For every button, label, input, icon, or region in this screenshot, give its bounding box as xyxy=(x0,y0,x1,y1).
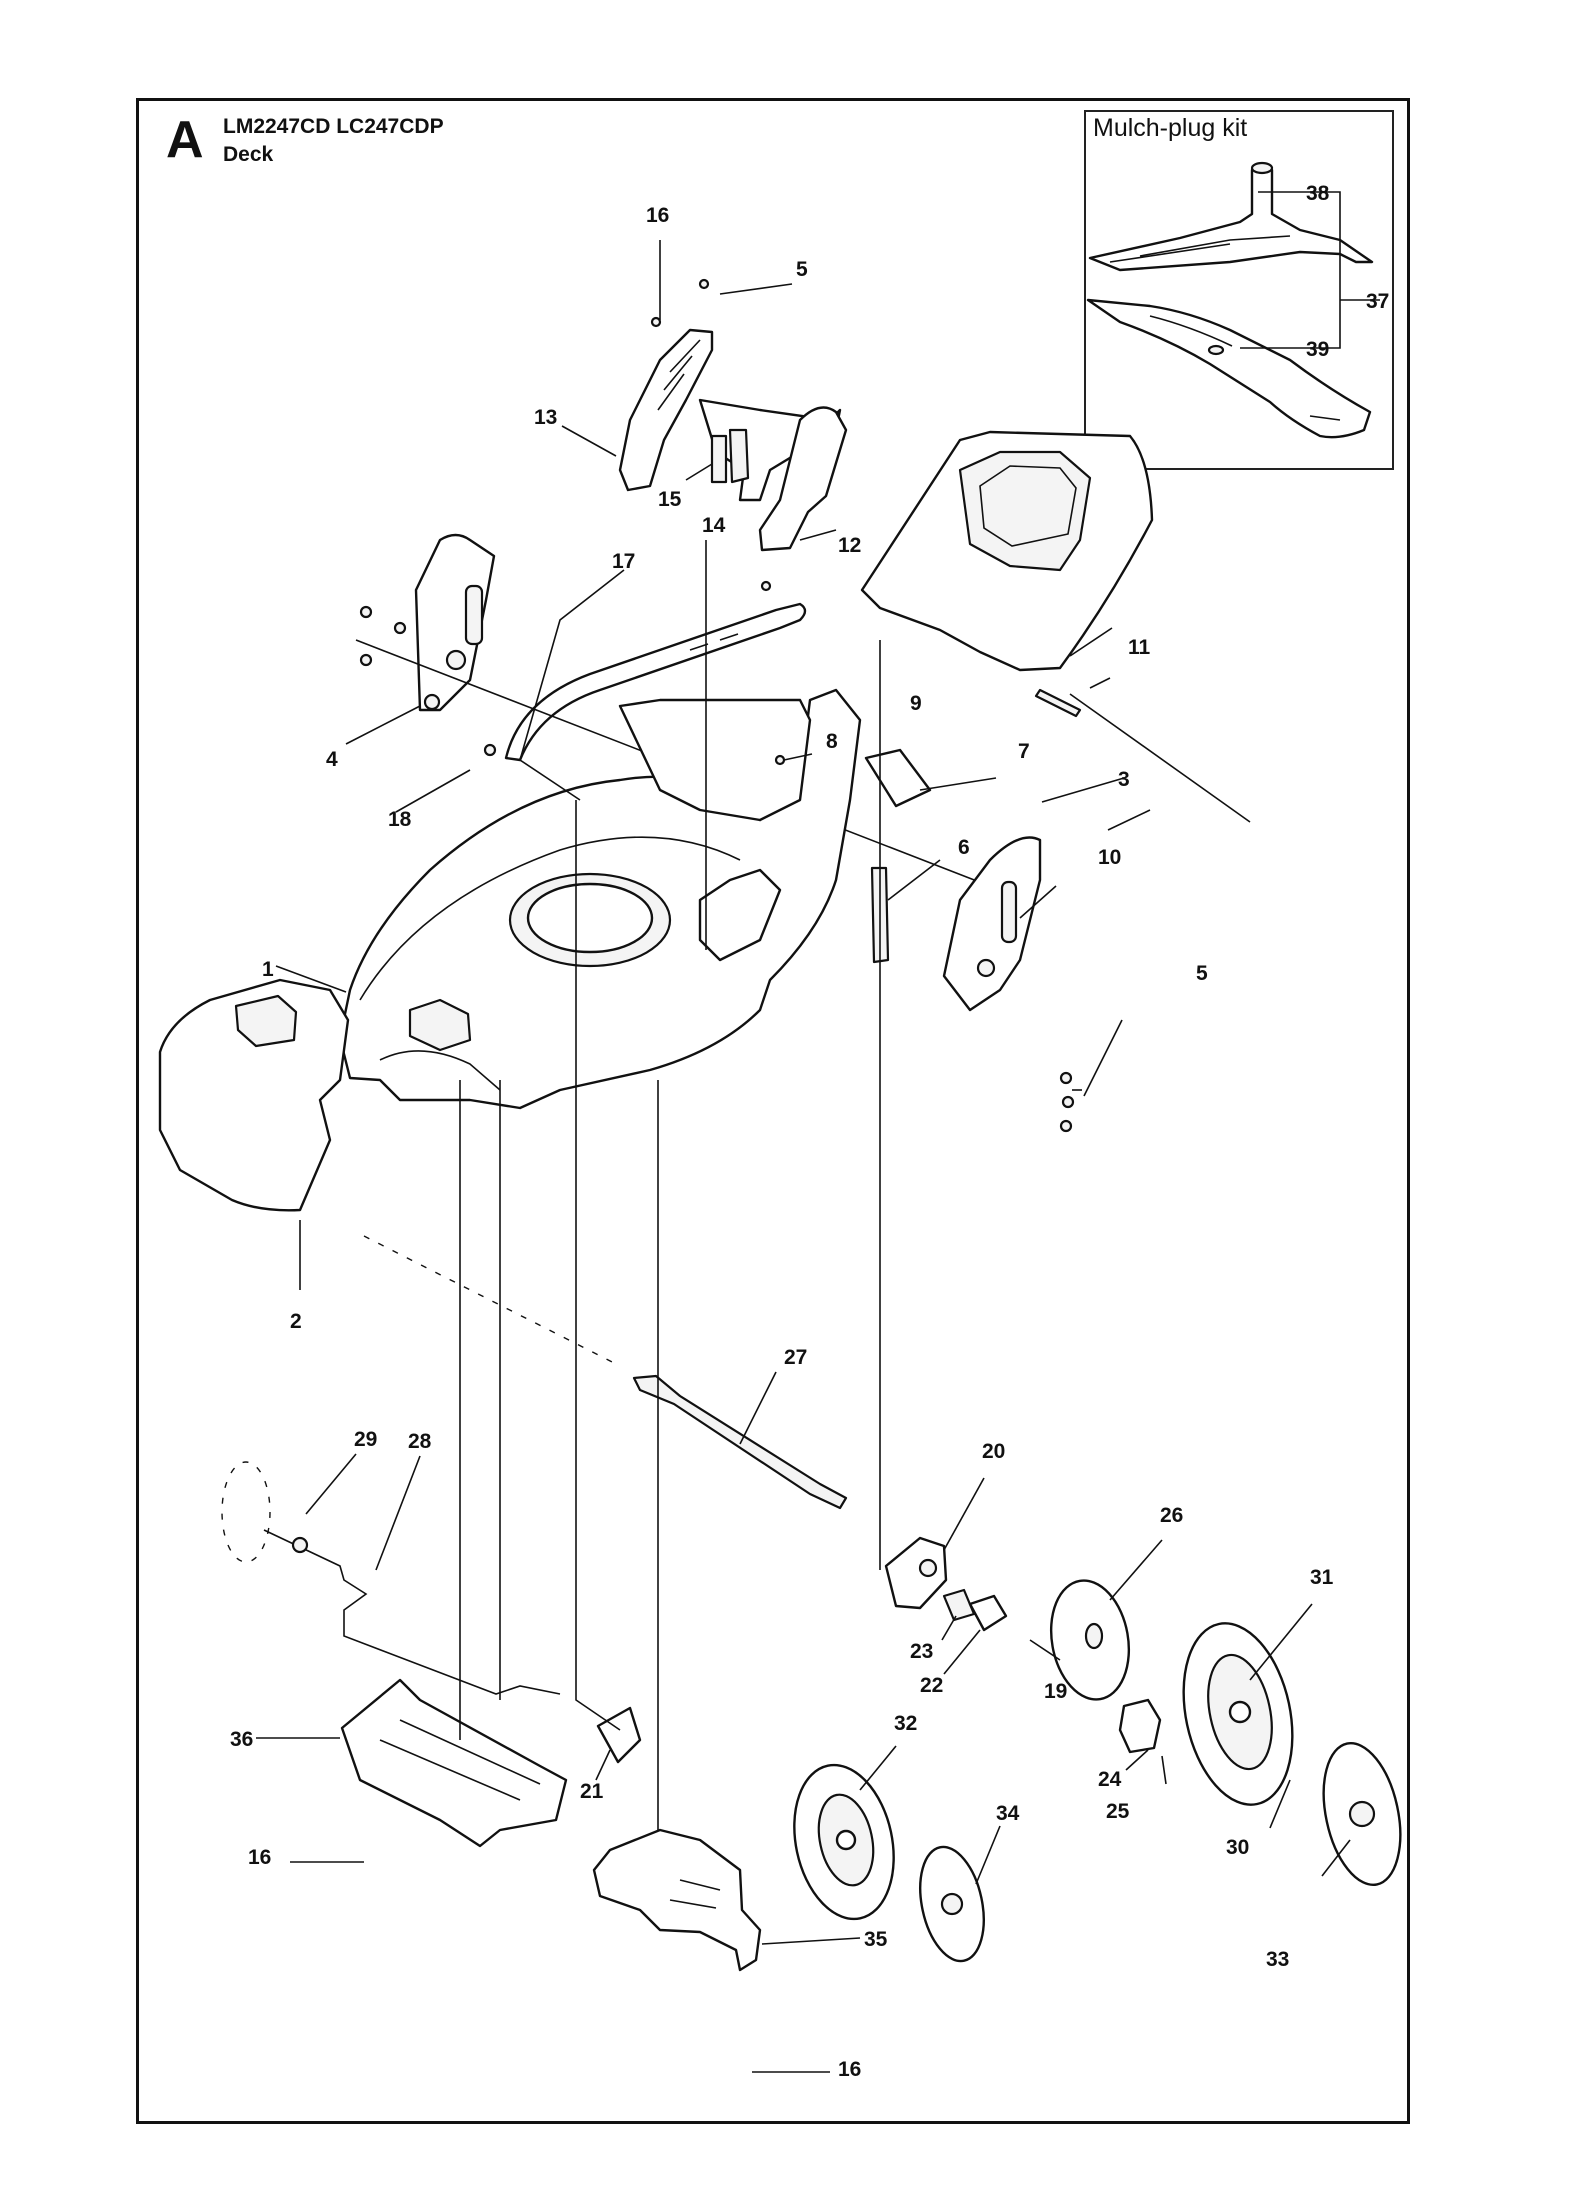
callout-34: 34 xyxy=(996,1802,1020,1825)
callout-30: 30 xyxy=(1226,1836,1249,1859)
callout-23: 23 xyxy=(910,1640,933,1663)
callout-14: 14 xyxy=(702,514,726,537)
callout-2: 2 xyxy=(290,1310,302,1333)
section-name: Deck xyxy=(223,143,274,166)
callout-9: 9 xyxy=(910,692,922,715)
deck-part xyxy=(338,688,862,1110)
callout-33: 33 xyxy=(1266,1948,1289,1971)
callout-15: 15 xyxy=(658,488,682,511)
callout-16-left: 16 xyxy=(248,1846,271,1869)
leader-lines xyxy=(256,191,1380,2073)
axle-27 xyxy=(632,1374,848,1510)
rod-10 xyxy=(1069,693,1251,823)
rear-guard-part xyxy=(340,1678,568,1848)
blade-part xyxy=(1086,298,1372,439)
callout-20: 20 xyxy=(982,1440,1005,1463)
callout-39: 39 xyxy=(1306,338,1329,361)
height-lever-left-part xyxy=(414,533,496,712)
callout-22: 22 xyxy=(920,1674,943,1697)
callout-labels: 1 2 3 4 5 5 6 7 8 9 10 11 12 13 14 15 16… xyxy=(230,182,1389,2081)
hubcap-34-part xyxy=(919,1845,985,1963)
callout-27: 27 xyxy=(784,1346,807,1369)
callout-35: 35 xyxy=(864,1928,888,1951)
callout-16-top: 16 xyxy=(646,204,669,227)
gear-housing-part xyxy=(884,1536,948,1610)
diagram-frame xyxy=(136,98,1410,2124)
spring-11 xyxy=(1034,688,1082,718)
front-cover-part xyxy=(158,978,350,1212)
wheel-31-part xyxy=(1182,1622,1294,1806)
handle-17-part xyxy=(504,602,807,762)
callout-31: 31 xyxy=(1310,1566,1334,1589)
callout-37: 37 xyxy=(1366,290,1389,313)
callout-18: 18 xyxy=(388,808,412,831)
callout-17: 17 xyxy=(612,550,635,573)
section-letter: A xyxy=(166,111,204,169)
callout-36: 36 xyxy=(230,1728,253,1751)
callout-29: 29 xyxy=(354,1428,377,1451)
height-lever-right-part xyxy=(942,836,1042,1012)
deflector-part xyxy=(592,1828,762,1972)
callout-26: 26 xyxy=(1160,1504,1183,1527)
gear-24-part xyxy=(1118,1698,1162,1754)
callout-25: 25 xyxy=(1106,1800,1130,1823)
wheel-32-part xyxy=(793,1763,895,1921)
callout-7: 7 xyxy=(1018,740,1030,763)
callout-1: 1 xyxy=(262,958,274,981)
callout-28: 28 xyxy=(408,1430,432,1453)
dashed-wheel-outline xyxy=(221,1461,271,1563)
cover-part xyxy=(860,430,1154,672)
callout-3: 3 xyxy=(1118,768,1130,791)
callout-10: 10 xyxy=(1098,846,1121,869)
callout-38: 38 xyxy=(1306,182,1330,205)
handle-bracket-part xyxy=(618,328,848,552)
callout-5-right: 5 xyxy=(1196,962,1208,985)
callout-6: 6 xyxy=(958,836,970,859)
callout-8: 8 xyxy=(826,730,838,753)
bracket-21 xyxy=(596,1706,642,1764)
alignment-lines xyxy=(459,540,881,1830)
bearing-22 xyxy=(968,1594,1008,1632)
callout-5-top: 5 xyxy=(796,258,808,281)
callout-13: 13 xyxy=(534,406,557,429)
model-numbers: LM2247CD LC247CDP xyxy=(223,115,444,138)
callout-4: 4 xyxy=(326,748,338,771)
callout-12: 12 xyxy=(838,534,861,557)
bracket-7 xyxy=(864,748,932,808)
dashed-line xyxy=(363,1235,621,1367)
mulch-plug-kit-title: Mulch-plug kit xyxy=(1093,114,1248,142)
callout-24: 24 xyxy=(1098,1768,1122,1791)
callout-21: 21 xyxy=(580,1780,604,1803)
mulch-plug-kit-box xyxy=(1084,110,1394,470)
callout-32: 32 xyxy=(894,1712,917,1735)
disc-26-part xyxy=(1049,1579,1131,1701)
bushing-23 xyxy=(942,1588,976,1622)
callout-11: 11 xyxy=(1128,636,1151,659)
fasteners xyxy=(359,278,1075,1133)
mulch-plug-part xyxy=(1088,161,1374,272)
axle-28-part xyxy=(263,1529,561,1695)
callout-19: 19 xyxy=(1044,1680,1067,1703)
callout-16-bottom: 16 xyxy=(838,2058,861,2081)
